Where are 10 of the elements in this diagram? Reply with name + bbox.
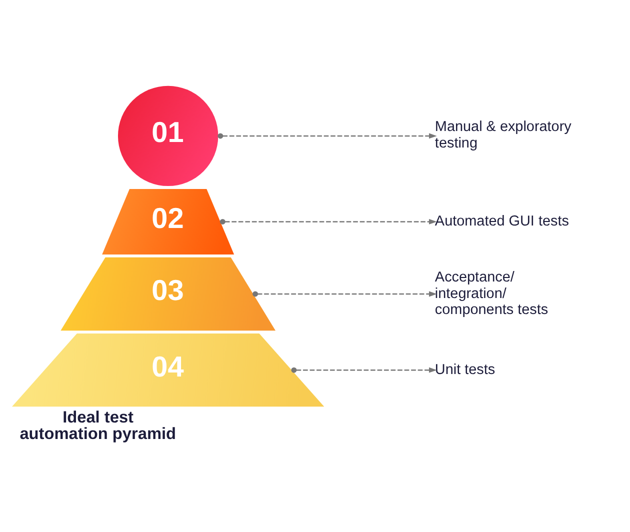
arrow — [218, 132, 437, 138]
caption: Ideal test automation pyramid — [20, 408, 176, 443]
arrow — [252, 290, 437, 296]
node-text: Unit tests — [434, 361, 496, 378]
arrow — [291, 366, 437, 372]
node-text: Acceptance/ integration/ components tests — [434, 268, 548, 318]
arrow — [220, 218, 437, 224]
node-circle: 01 — [118, 85, 218, 186]
node-text: Manual & exploratory testing — [434, 118, 572, 152]
node-text: Automated GUI tests — [434, 213, 569, 230]
